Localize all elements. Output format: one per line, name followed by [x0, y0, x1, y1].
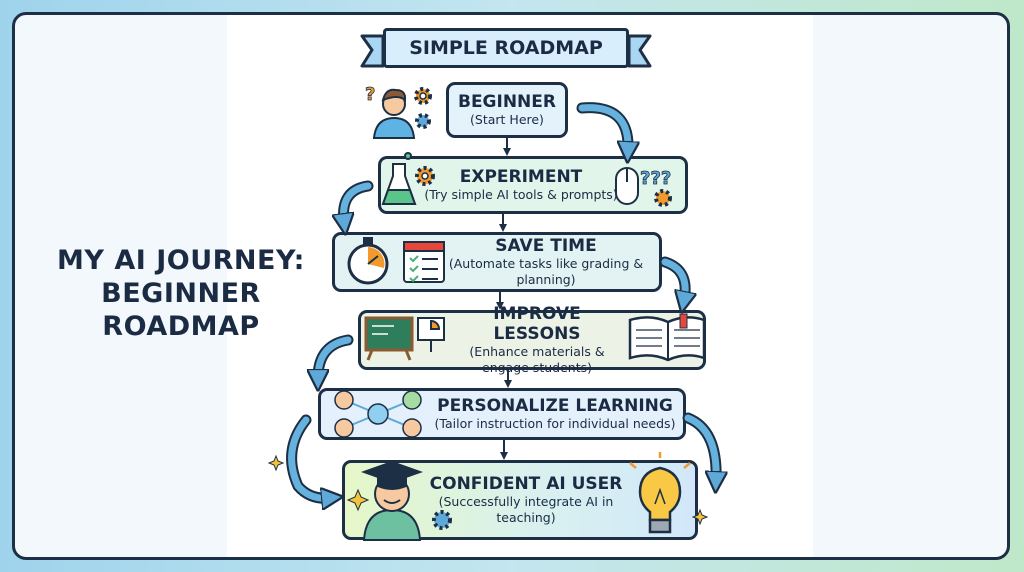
- stage-experiment: EXPERIMENT (Try simple AI tools & prompt…: [378, 156, 688, 214]
- stage-title: PERSONALIZE LEARNING: [437, 396, 673, 416]
- stage-title: CONFIDENT AI USER: [429, 474, 623, 494]
- stage-title: EXPERIMENT: [459, 167, 583, 187]
- stage-personalize-learning: PERSONALIZE LEARNING (Tailor instruction…: [318, 388, 686, 440]
- page-title: MY AI JOURNEY: BEGINNER ROADMAP: [57, 245, 305, 342]
- roadmap-banner: SIMPLE ROADMAP: [383, 28, 629, 68]
- stage-desc: (Automate tasks like grading & planning): [448, 256, 644, 287]
- stage-desc: (Enhance materials & engage students): [469, 344, 605, 375]
- stage-desc: (Successfully integrate AI in teaching): [438, 494, 614, 525]
- stage-desc: (Start Here): [470, 112, 544, 127]
- banner-label: SIMPLE ROADMAP: [409, 37, 603, 59]
- stage-title: BEGINNER: [457, 92, 556, 112]
- stage-save-time: SAVE TIME (Automate tasks like grading &…: [332, 232, 662, 292]
- stage-title: SAVE TIME: [495, 236, 597, 256]
- stage-title: IMPROVE LESSONS: [493, 304, 581, 344]
- stage-improve-lessons: IMPROVE LESSONS (Enhance materials & eng…: [358, 304, 706, 375]
- stage-beginner: BEGINNER (Start Here): [446, 82, 568, 138]
- stage-desc: (Try simple AI tools & prompts): [424, 187, 618, 202]
- stage-confident-ai-user: CONFIDENT AI USER (Successfully integrat…: [342, 460, 698, 540]
- stage-desc: (Tailor instruction for individual needs…: [434, 416, 676, 431]
